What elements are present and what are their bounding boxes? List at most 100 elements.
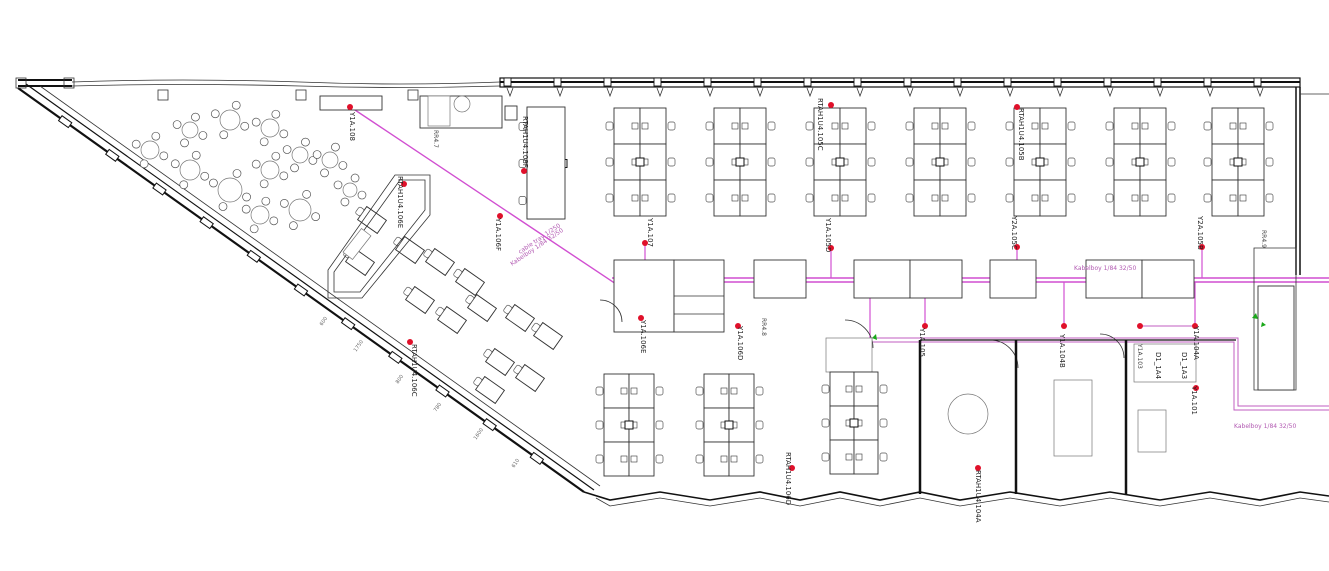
round-table <box>219 109 241 131</box>
desk-chair <box>967 121 976 131</box>
lounge-chair <box>242 192 251 202</box>
mullion <box>953 77 962 87</box>
desk-cluster <box>705 107 776 217</box>
monitor <box>855 453 863 461</box>
label-y1a104b: Y1A.104B <box>1058 333 1066 368</box>
monitor <box>1131 122 1139 130</box>
desk <box>1237 107 1265 145</box>
mullion-bracket <box>1256 87 1264 98</box>
door-swings <box>599 299 1125 369</box>
desk-chair <box>767 193 776 203</box>
desk-chair <box>655 454 664 464</box>
lounge-chair <box>301 137 310 147</box>
label-rr47: RR4.7 <box>432 130 439 148</box>
desk-chair <box>1265 193 1274 203</box>
desk-chair <box>605 121 614 131</box>
desk-chair <box>605 193 614 203</box>
round-table <box>260 160 280 180</box>
desk-chair <box>1005 121 1014 131</box>
outlet-marker <box>497 213 503 219</box>
outlets <box>347 102 1205 471</box>
mullion <box>1153 77 1162 87</box>
facade-column <box>529 451 545 465</box>
angled-desk <box>531 321 564 351</box>
lounge-chair <box>191 150 201 160</box>
desk <box>1113 107 1141 145</box>
desk-chair <box>905 193 914 203</box>
printer-area <box>319 95 566 220</box>
desk-cluster <box>821 371 888 475</box>
monitor <box>831 194 839 202</box>
desk <box>1113 179 1141 217</box>
desk-chair <box>695 454 704 464</box>
mullion-bracket <box>1206 87 1214 98</box>
desk-chair <box>1067 157 1076 167</box>
desk-chair <box>605 157 614 167</box>
facade-column <box>340 317 356 331</box>
cable-tray-label-4: Kabelboy 1/84 32/50 <box>1234 423 1296 430</box>
outlet-marker <box>1192 323 1198 329</box>
monitor <box>641 122 649 130</box>
monitor <box>620 387 628 395</box>
desk-chair <box>1167 157 1176 167</box>
label-d1-1a4: D1_1A4 <box>1154 352 1162 380</box>
desk-chair <box>518 122 527 131</box>
monitor <box>741 194 749 202</box>
monitor <box>630 455 638 463</box>
lounge-chair <box>191 112 200 122</box>
power-box <box>624 420 634 430</box>
angled-desks <box>343 205 564 405</box>
angled-desk <box>483 347 516 377</box>
desk <box>639 107 667 145</box>
mullion <box>1103 77 1112 87</box>
desk <box>1039 107 1067 145</box>
lounge-chair <box>218 202 228 211</box>
power-box <box>735 157 745 167</box>
dim-1750: 1750 <box>353 339 365 353</box>
outlet-marker <box>828 245 834 251</box>
lounge-chair <box>311 212 321 221</box>
monitor <box>941 194 949 202</box>
label-y1a108: Y1A.108 <box>348 111 356 141</box>
desk-chair <box>755 420 764 430</box>
label-y1a104a: Y1A.104A <box>1192 325 1200 360</box>
outlet-marker <box>828 102 834 108</box>
desk-chair <box>805 157 814 167</box>
lounge-chair <box>350 173 360 183</box>
mullion-bracket <box>556 87 564 98</box>
power-box <box>1035 157 1045 167</box>
lounge-chair <box>131 139 141 149</box>
angled-desk <box>355 205 388 235</box>
label-rtahu-4105b: RTAH1U4.105B <box>1017 108 1025 161</box>
lounge-chair <box>209 178 218 188</box>
lounge-chair <box>271 151 281 161</box>
mullion-bracket <box>906 87 914 98</box>
meeting-rooms <box>825 337 1236 494</box>
desk-chair <box>805 121 814 131</box>
monitor <box>845 385 853 393</box>
facade-columns <box>57 115 545 465</box>
desk <box>1211 179 1239 217</box>
power-box <box>724 420 734 430</box>
mullion <box>407 89 419 101</box>
lounge-tables <box>131 100 367 234</box>
monitor <box>620 455 628 463</box>
lounge-chair <box>320 168 329 178</box>
mullion <box>803 77 812 87</box>
lounge-chair <box>232 169 242 178</box>
mullion <box>703 77 712 87</box>
mullion <box>1053 77 1062 87</box>
desk-chair <box>1105 193 1114 203</box>
facade-column <box>388 350 403 364</box>
desk-cluster <box>595 373 664 477</box>
monitor <box>1031 122 1039 130</box>
outlet-marker <box>642 240 648 246</box>
round-table <box>288 198 312 222</box>
lounge-chair <box>302 189 311 199</box>
desk-chair <box>805 193 814 203</box>
lounge-chair <box>340 197 350 207</box>
outlet-marker <box>975 465 981 471</box>
mullion-bracket <box>1156 87 1164 98</box>
desk-chair <box>1105 157 1114 167</box>
desk-chair <box>705 157 714 167</box>
